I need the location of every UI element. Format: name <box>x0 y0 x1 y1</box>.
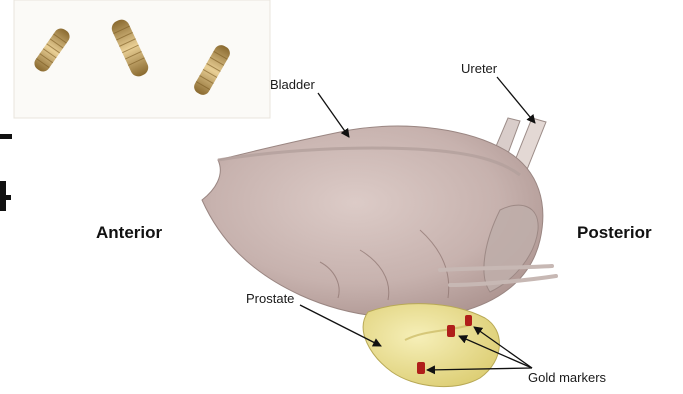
gold-marker <box>417 362 425 374</box>
prostate-label: Prostate <box>246 292 294 305</box>
anterior-label: Anterior <box>96 224 162 241</box>
bladder-arrow <box>318 93 349 137</box>
bladder <box>202 126 556 318</box>
bladder-label: Bladder <box>270 78 315 91</box>
gold-marker <box>465 315 472 326</box>
edge-artifact <box>0 134 12 139</box>
ureter-label: Ureter <box>461 62 497 75</box>
gold-marker <box>447 325 455 337</box>
ureter-arrow <box>497 77 535 123</box>
edge-artifact <box>6 195 11 200</box>
posterior-label: Posterior <box>577 224 652 241</box>
gold-markers-label: Gold markers <box>528 371 606 384</box>
gold-seeds-inset <box>14 0 270 118</box>
